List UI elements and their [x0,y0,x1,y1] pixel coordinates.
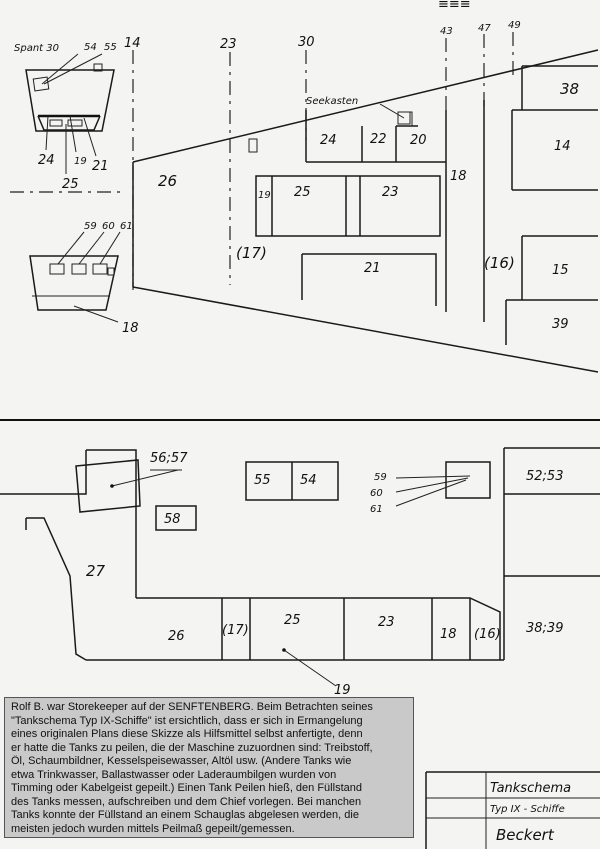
section-label-19: 19 [74,156,87,167]
btm-label-60: 60 [370,488,383,499]
tank-label-22: 22 [370,132,387,147]
title-block-subtitle: Typ IX - Schiffe [490,804,565,815]
btm-label-52-53: 52;53 [526,469,563,484]
btm-label-27: 27 [86,562,106,580]
tank-label-23: 23 [382,185,399,200]
tank-label-18: 18 [450,169,467,184]
frame-labels-top: Spant 30 54 55 14 23 30 43 47 49 [14,20,521,54]
tank-label-15: 15 [552,263,569,278]
frame-label-43: 43 [440,26,453,37]
tank-label-19: 19 [258,190,271,201]
section-label-24: 24 [38,153,55,168]
btm-label-23: 23 [378,615,395,630]
section-label-25: 25 [62,177,79,192]
cross-section-lower: 59 60 61 18 [29,221,139,336]
btm-label-19: 19 [334,683,351,698]
caption-line: "Tankschema Typ IX-Schiffe" ist ersichtl… [11,714,363,727]
top-plan: Seekasten 38 24 22 20 14 26 19 25 23 18 … [132,49,599,373]
btm-label-61: 61 [370,504,383,515]
btm-label-16: (16) [474,627,501,642]
caption-line: Öl, Schaumbildner, Kesselspeisewasser, A… [11,755,352,767]
caption-line: Timming oder Kabelgeist gepeilt.) Einen … [11,782,362,794]
tank-label-38: 38 [560,80,579,98]
cross-label-59: 59 [84,221,97,232]
btm-label-38-39: 38;39 [526,621,563,636]
tank-label-26: 26 [158,172,177,190]
tank-label-14: 14 [554,139,571,154]
tank-label-24: 24 [320,133,337,148]
caption-box: Rolf B. war Storekeeper auf der SENFTENB… [4,697,414,838]
caption-line: eines originalen Plans diese Skizze als … [11,728,363,740]
frame-label-47: 47 [478,23,491,34]
frame-label-23: 23 [220,37,237,52]
section-view: 24 19 21 25 [25,53,115,192]
btm-label-59: 59 [374,472,387,483]
frame-label-54: 54 [84,42,97,53]
bottom-plan: 56;57 55 54 59 60 61 52;53 58 27 26 (17)… [0,447,600,698]
btm-label-58: 58 [164,512,181,527]
btm-label-54: 54 [300,473,317,488]
tank-label-20: 20 [410,133,427,148]
frame-label-spant-30: Spant 30 [14,43,59,54]
btm-label-55: 55 [254,473,271,488]
frame-label-14: 14 [124,36,141,51]
title-block: Tankschema Typ IX - Schiffe Beckert [425,771,600,849]
caption-line: meisten jedoch wurden mittels Peilmaß ge… [11,822,295,835]
seekasten-label: Seekasten [306,96,358,107]
btm-label-26: 26 [168,629,185,644]
btm-label-18: 18 [440,627,457,642]
btm-label-56-57: 56;57 [150,451,188,466]
btm-label-25: 25 [284,613,301,628]
title-block-title: Tankschema [490,781,571,796]
tank-label-17: (17) [236,244,267,262]
title-block-signature: Beckert [496,826,555,844]
caption-line: des Tanks messen, aufschreiben und dem C… [11,795,362,808]
caption-line: Tanks konnte der Füllstand an einem Scha… [11,809,359,821]
scan-mark: ≡≡≡ [438,0,471,12]
tank-label-21: 21 [364,261,381,276]
frame-label-55: 55 [104,42,117,53]
tank-label-25: 25 [294,185,311,200]
caption-line: etwa Trinkwasser, Ballastwasser oder Lad… [11,768,337,781]
frame-label-30: 30 [298,35,315,50]
caption-line: Rolf B. war Storekeeper auf der SENFTENB… [11,701,373,713]
btm-label-17: (17) [222,623,249,638]
tank-label-16: (16) [484,254,515,272]
caption-line: er hatte die Tanks zu peilen, die der Ma… [11,741,373,754]
frame-label-49: 49 [508,20,521,31]
cross-label-60: 60 [102,221,115,232]
section-label-21: 21 [92,159,109,174]
cross-label-61: 61 [120,221,133,232]
cross-label-18: 18 [122,321,139,336]
tank-label-39: 39 [552,317,569,332]
